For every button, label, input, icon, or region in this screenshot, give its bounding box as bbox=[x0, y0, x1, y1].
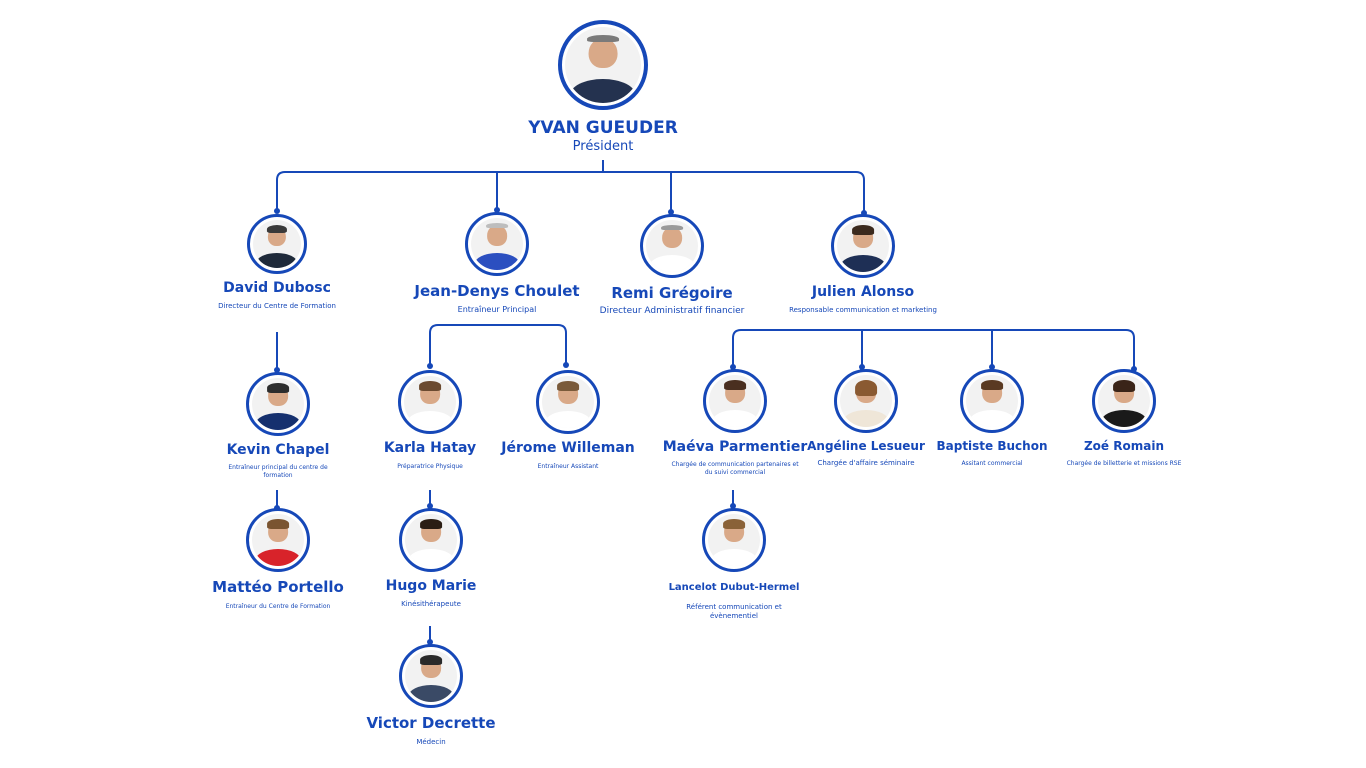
jean-denys-choulet-role: Entraîneur Principal bbox=[457, 305, 537, 314]
node-matteo-portello: Mattéo Portello Entraîneur du Centre de … bbox=[183, 508, 373, 611]
matteo-portello-name: Mattéo Portello bbox=[212, 578, 344, 596]
julien-alonso-role: Responsable communication et marketing bbox=[789, 306, 937, 314]
connector-dot bbox=[494, 207, 500, 213]
node-julien-alonso: Julien Alonso Responsable communication … bbox=[768, 214, 958, 315]
avatar-remi-gregoire bbox=[640, 214, 704, 278]
remi-gregoire-name: Remi Grégoire bbox=[611, 284, 733, 302]
zoe-romain-role: Chargée de billetterie et missions RSE bbox=[1066, 460, 1182, 467]
node-jerome-willeman: Jérome Willeman Entraîneur Assistant bbox=[473, 370, 663, 471]
avatar-victor-decrette bbox=[399, 644, 463, 708]
remi-gregoire-role: Directeur Administratif financier bbox=[599, 306, 745, 316]
victor-decrette-name: Victor Decrette bbox=[366, 714, 496, 732]
node-karla-hatay: Karla Hatay Préparatrice Physique bbox=[335, 370, 525, 471]
avatar-julien-alonso bbox=[831, 214, 895, 278]
node-david-dubosc: David Dubosc Directeur du Centre de Form… bbox=[182, 214, 372, 311]
david-dubosc-name: David Dubosc bbox=[223, 280, 331, 296]
hugo-marie-role: Kinésithérapeute bbox=[401, 600, 461, 608]
connector-dot bbox=[427, 639, 433, 645]
avatar-jean-denys-choulet bbox=[465, 212, 529, 276]
node-president: YVAN GUEUDER Président bbox=[508, 20, 698, 154]
avatar-karla-hatay bbox=[398, 370, 462, 434]
node-baptiste-buchon: Baptiste Buchon Assitant commercial bbox=[897, 369, 1087, 468]
connector-jean-denys-bar bbox=[429, 324, 567, 368]
connector-dot bbox=[989, 364, 995, 370]
baptiste-buchon-role: Assitant commercial bbox=[961, 460, 1023, 467]
avatar-president bbox=[558, 20, 648, 110]
avatar-hugo-marie bbox=[399, 508, 463, 572]
matteo-portello-role: Entraîneur du Centre de Formation bbox=[225, 603, 331, 610]
baptiste-buchon-name: Baptiste Buchon bbox=[936, 439, 1048, 453]
karla-hatay-role: Préparatrice Physique bbox=[397, 463, 463, 470]
julien-alonso-name: Julien Alonso bbox=[811, 284, 915, 300]
kevin-chapel-name: Kevin Chapel bbox=[226, 442, 330, 458]
node-lancelot-dubut-hermel: Lancelot Dubut-Hermel Référent communica… bbox=[659, 508, 809, 621]
hugo-marie-name: Hugo Marie bbox=[385, 578, 477, 594]
connector-dot bbox=[730, 364, 736, 370]
avatar-zoe-romain bbox=[1092, 369, 1156, 433]
connector-dot bbox=[730, 503, 736, 509]
node-zoe-romain: Zoé Romain Chargée de billetterie et mis… bbox=[1029, 369, 1219, 468]
lancelot-dubut-hermel-name: Lancelot Dubut-Hermel bbox=[668, 582, 800, 593]
avatar-jerome-willeman bbox=[536, 370, 600, 434]
maeva-parmentier-name: Maéva Parmentier bbox=[662, 439, 808, 455]
karla-hatay-name: Karla Hatay bbox=[383, 440, 477, 456]
connector-julien-bar bbox=[732, 329, 1135, 370]
connector-dot bbox=[427, 363, 433, 369]
avatar-lancelot-dubut-hermel bbox=[702, 508, 766, 572]
victor-decrette-role: Médecin bbox=[416, 738, 446, 746]
avatar-kevin-chapel bbox=[246, 372, 310, 436]
connector-dot bbox=[274, 208, 280, 214]
node-victor-decrette: Victor Decrette Médecin bbox=[336, 644, 526, 747]
president-role: Président bbox=[572, 139, 634, 154]
avatar-david-dubosc bbox=[247, 214, 307, 274]
connector-dot bbox=[859, 364, 865, 370]
lancelot-dubut-hermel-role: Référent communication et évènementiel bbox=[686, 603, 782, 620]
david-dubosc-role: Directeur du Centre de Formation bbox=[218, 302, 336, 310]
connector-dot bbox=[427, 503, 433, 509]
avatar-maeva-parmentier bbox=[703, 369, 767, 433]
angeline-lesueur-name: Angéline Lesueur bbox=[807, 439, 925, 453]
maeva-parmentier-role: Chargée de communication partenaires et … bbox=[671, 461, 799, 476]
connector-dot bbox=[563, 362, 569, 368]
node-remi-gregoire: Remi Grégoire Directeur Administratif fi… bbox=[577, 214, 767, 317]
node-angeline-lesueur: Angéline Lesueur Chargée d'affaire sémin… bbox=[771, 369, 961, 468]
president-name: YVAN GUEUDER bbox=[528, 118, 678, 138]
connector-dot bbox=[274, 367, 280, 373]
node-jean-denys-choulet: Jean-Denys Choulet Entraîneur Principal bbox=[402, 212, 592, 315]
avatar-baptiste-buchon bbox=[960, 369, 1024, 433]
avatar-matteo-portello bbox=[246, 508, 310, 572]
avatar-angeline-lesueur bbox=[834, 369, 898, 433]
node-kevin-chapel: Kevin Chapel Entraîneur principal du cen… bbox=[218, 372, 338, 480]
node-hugo-marie: Hugo Marie Kinésithérapeute bbox=[336, 508, 526, 609]
angeline-lesueur-role: Chargée d'affaire séminaire bbox=[817, 459, 915, 467]
node-maeva-parmentier: Maéva Parmentier Chargée de communicatio… bbox=[663, 369, 807, 477]
jerome-willeman-role: Entraîneur Assistant bbox=[537, 463, 599, 470]
jean-denys-choulet-name: Jean-Denys Choulet bbox=[414, 282, 580, 300]
connector-level1-bar bbox=[276, 171, 865, 214]
jerome-willeman-name: Jérome Willeman bbox=[501, 440, 635, 456]
connector-dot bbox=[668, 209, 674, 215]
zoe-romain-name: Zoé Romain bbox=[1083, 439, 1164, 453]
kevin-chapel-role: Entraîneur principal du centre de format… bbox=[228, 464, 328, 479]
